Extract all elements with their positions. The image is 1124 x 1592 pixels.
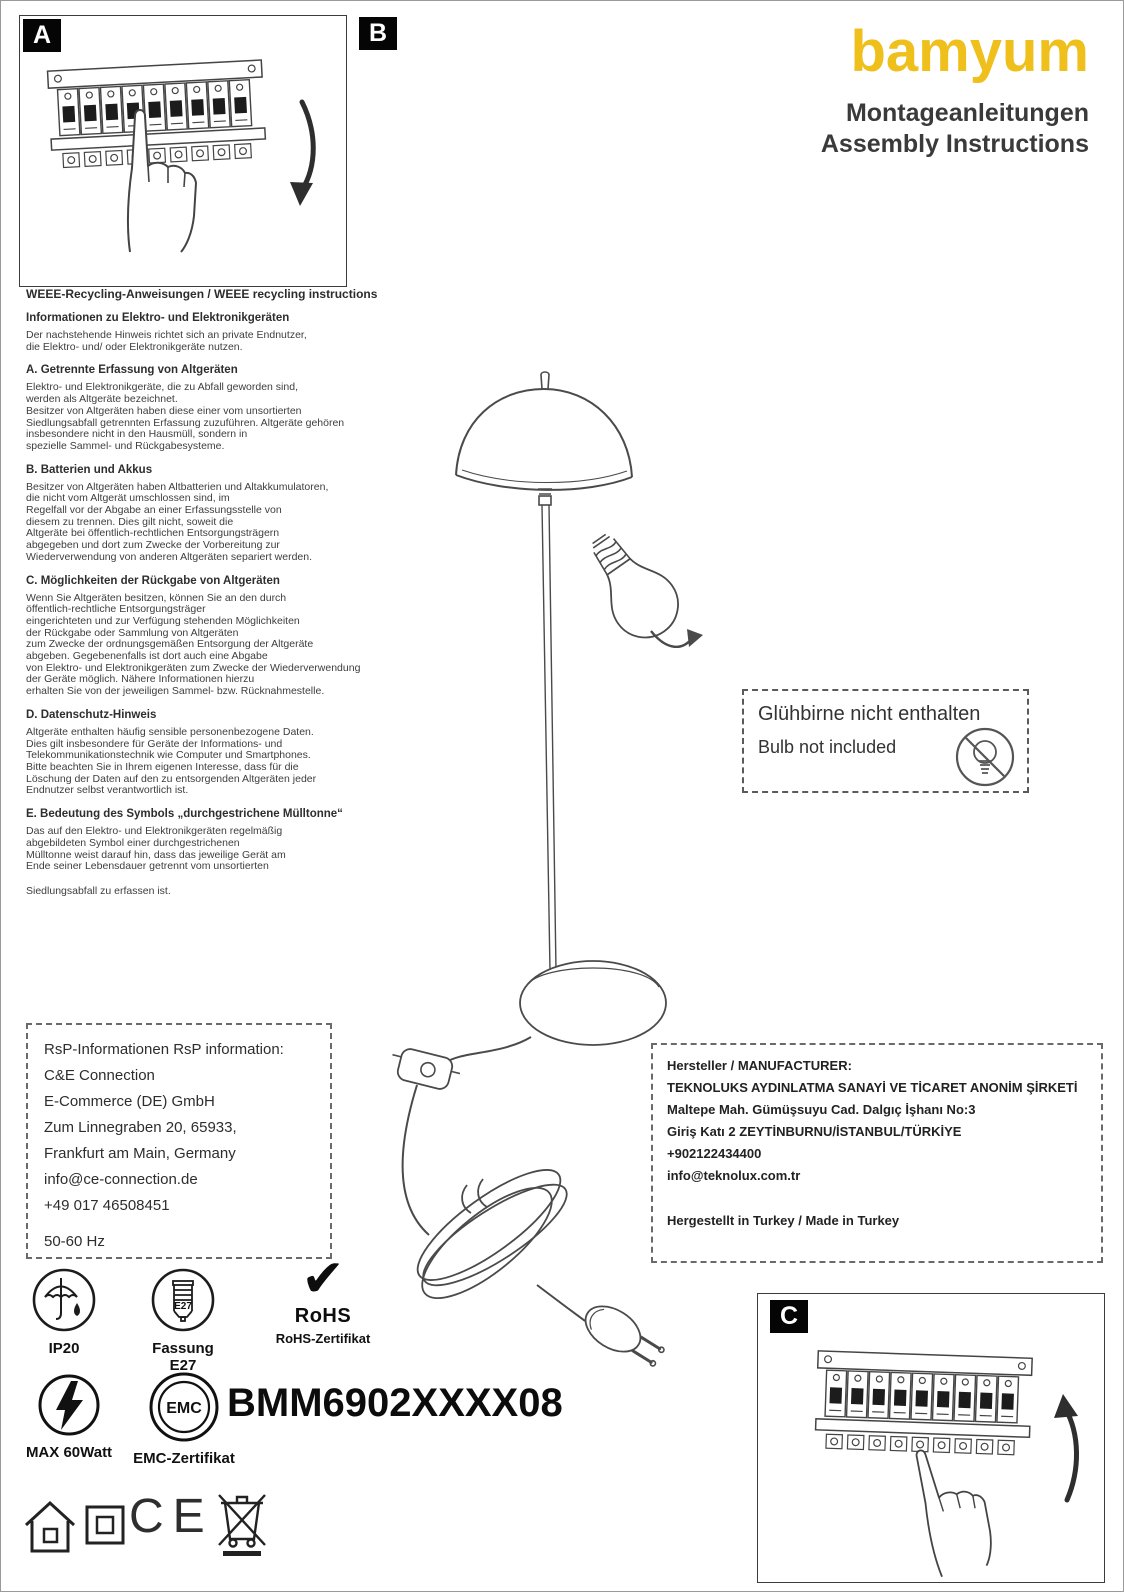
- ce-mark: CE: [129, 1490, 214, 1543]
- lamp-stem: [541, 504, 557, 972]
- rsp-line: E-Commerce (DE) GmbH: [44, 1093, 215, 1110]
- pointing-hand-icon: [126, 109, 197, 253]
- weee-section-c-heading: C. Möglichkeiten der Rückgabe von Altger…: [26, 574, 280, 587]
- rsp-line: RsP-Informationen RsP information:: [44, 1041, 284, 1058]
- weee-section-a-text: Elektro- und Elektronikgeräte, die zu Ab…: [26, 381, 345, 452]
- panel-c-label: C: [770, 1300, 808, 1333]
- lamp-socket: [538, 488, 552, 506]
- ip20-icon: [32, 1268, 96, 1332]
- weee-section-d-text: Altgeräte enthalten häufig sensible pers…: [26, 725, 317, 797]
- manufacturer-phone: +902122434400: [667, 1146, 762, 1161]
- manufacturer-heading: Hersteller / MANUFACTURER:: [667, 1058, 852, 1073]
- weee-section-b-heading: B. Batterien und Akkus: [26, 463, 153, 476]
- cord-coil: [416, 1169, 568, 1300]
- weee-section-b-text: Besitzer von Altgeräten haben Altbatteri…: [26, 480, 329, 563]
- class-ii-double-insulation-icon: [85, 1505, 125, 1545]
- weee-title: WEEE-Recycling-Anweisungen / WEEE recycl…: [26, 287, 378, 301]
- manufacturer-address-1: Maltepe Mah. Gümüşsuyu Cad. Dalgıç İşhan…: [667, 1102, 976, 1117]
- emc-label: EMC-Zertifikat: [133, 1450, 235, 1467]
- panel-b-label: B: [359, 17, 397, 50]
- weee-section-a-heading: A. Getrennte Erfassung von Altgeräten: [26, 364, 238, 377]
- weee-section-d-heading: D. Datenschutz-Hinweis: [26, 708, 157, 721]
- subtitle-german: Montageanleitungen: [845, 99, 1089, 127]
- panel-a: A: [19, 15, 347, 287]
- breaker-switch-illustration-a: [46, 59, 316, 253]
- max-watt-certification: MAX 60Watt: [25, 1373, 113, 1461]
- rsp-phone: +49 017 46508451: [44, 1197, 170, 1214]
- rohs-certification: ✔ RoHS RoHS-Zertifikat: [267, 1253, 379, 1346]
- checkmark-icon: ✔: [301, 1249, 345, 1309]
- bulb-notice-german: Glühbirne nicht enthalten: [758, 703, 981, 725]
- brand-logo: bamyum: [850, 19, 1089, 84]
- e27-certification: E27 Fassung E27: [137, 1267, 229, 1374]
- made-in-statement: Hergestellt in Turkey / Made in Turkey: [667, 1213, 900, 1228]
- no-bulb-icon: [955, 727, 1015, 787]
- rohs-label: RoHS-Zertifikat: [275, 1331, 371, 1346]
- screw-rotation-arrowhead: [687, 629, 703, 647]
- screw-rotation-arrow: [650, 630, 694, 648]
- power-plug: [584, 1305, 665, 1367]
- bulb-not-included-notice: Glühbirne nicht enthalten Bulb not inclu…: [742, 689, 1029, 793]
- indoor-use-house-icon: [24, 1500, 76, 1553]
- weee-footer-text: Siedlungsabfall zu erfassen ist.: [26, 884, 171, 897]
- weee-section-e-text: Das auf den Elektro- und Elektronikgerät…: [26, 825, 286, 873]
- rsp-line: Frankfurt am Main, Germany: [44, 1145, 236, 1162]
- lightning-bolt-icon: [38, 1374, 100, 1436]
- weee-intro-text: Der nachstehende Hinweis richtet sich an…: [26, 329, 307, 353]
- weee-recycling-instructions: WEEE-Recycling-Anweisungen / WEEE recycl…: [26, 287, 470, 898]
- subtitle-english: Assembly Instructions: [820, 130, 1089, 158]
- light-bulb-illustration: [592, 533, 679, 639]
- lamp-base: [519, 960, 667, 1046]
- e27-socket-icon: E27: [151, 1268, 215, 1332]
- cord-to-plug: [536, 1284, 586, 1322]
- down-arrow-icon: [290, 99, 316, 206]
- rsp-line: C&E Connection: [44, 1067, 155, 1084]
- rsp-line: Zum Linnegraben 20, 65933,: [44, 1119, 237, 1136]
- weee-section-c-text: Wenn Sie Altgeräten besitzen, können Sie…: [26, 591, 361, 698]
- lamp-dome-shade: [455, 387, 633, 491]
- e27-icon-text: E27: [174, 1301, 192, 1312]
- emc-certification: EMC EMC-Zertifikat: [133, 1371, 235, 1467]
- lamp-finial: [540, 371, 550, 390]
- ip20-certification: IP20: [23, 1267, 105, 1357]
- cord-descending: [401, 1084, 430, 1236]
- rsp-email: info@ce-connection.de: [44, 1171, 198, 1188]
- inline-switch: [392, 1048, 461, 1090]
- manufacturer-box: Hersteller / MANUFACTURER: TEKNOLUKS AYD…: [651, 1043, 1103, 1263]
- weee-section-e-heading: E. Bedeutung des Symbols „durchgestriche…: [26, 808, 343, 821]
- manufacturer-name: TEKNOLUKS AYDINLATMA SANAYİ VE TİCARET A…: [667, 1080, 1078, 1095]
- bulb-notice-english: Bulb not included: [758, 737, 897, 757]
- model-number: BMM6902XXXX08: [227, 1381, 563, 1425]
- weee-intro-heading: Informationen zu Elektro- und Elektronik…: [26, 312, 290, 324]
- rsp-frequency: 50-60 Hz: [44, 1233, 105, 1250]
- cord-base-to-switch: [444, 1036, 532, 1064]
- panel-c: C: [757, 1293, 1105, 1583]
- manufacturer-email: info@teknolux.com.tr: [667, 1168, 801, 1183]
- e27-label: Fassung E27: [152, 1340, 214, 1374]
- panel-a-label: A: [23, 19, 61, 52]
- up-arrow-icon: [1054, 1394, 1079, 1503]
- emc-icon-text: EMC: [166, 1400, 202, 1417]
- weee-crossed-bin-icon: [218, 1494, 266, 1556]
- pointing-hand-icon: [915, 1449, 992, 1578]
- manufacturer-address-2: Giriş Katı 2 ZEYTİNBURNU/İSTANBUL/TÜRKİY…: [667, 1124, 962, 1139]
- max-watt-label: MAX 60Watt: [25, 1444, 113, 1461]
- rohs-title: RoHS: [294, 1305, 352, 1327]
- ip20-label: IP20: [48, 1340, 80, 1357]
- rsp-information-box: RsP-Informationen RsP information: C&E C…: [26, 1023, 332, 1259]
- breaker-switch-illustration-c: [814, 1350, 1079, 1578]
- emc-icon: EMC: [149, 1372, 219, 1442]
